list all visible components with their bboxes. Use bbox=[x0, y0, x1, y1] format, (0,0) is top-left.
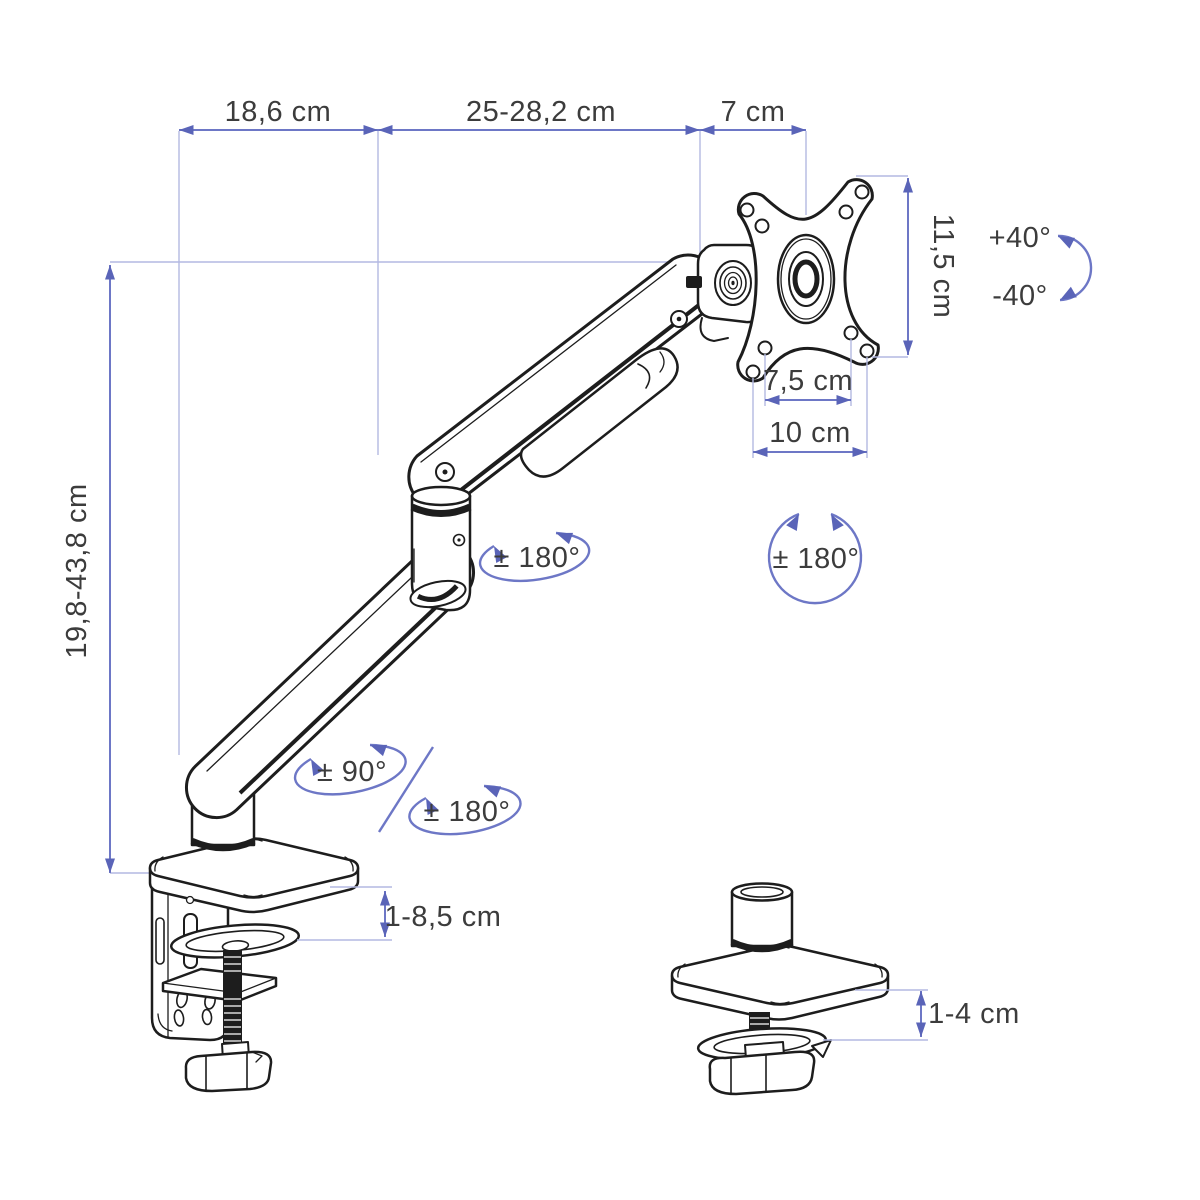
lower-arm bbox=[185, 540, 475, 820]
monitor-arm-drawing bbox=[148, 178, 890, 1096]
cable-clip bbox=[519, 347, 679, 478]
dim-label-grommet-range: 1-4 cm bbox=[928, 998, 1020, 1030]
extension-lines-under bbox=[110, 131, 807, 874]
clamp-slot-side bbox=[155, 917, 165, 965]
vesa-plate bbox=[736, 178, 880, 383]
vesa-center-boss bbox=[776, 233, 836, 325]
dim-label-base-to-elbow: 18,6 cm bbox=[225, 96, 332, 128]
tilt-range-arrow bbox=[1057, 234, 1093, 302]
clamp-top-pad bbox=[169, 923, 301, 959]
rot-label-tilt-down: -40° bbox=[992, 280, 1048, 312]
clamp-screw-rod bbox=[223, 950, 242, 1050]
dim-label-height-range: 19,8-43,8 cm bbox=[61, 483, 93, 658]
dim-label-clamp-range: 1-8,5 cm bbox=[385, 901, 502, 933]
tilt-head bbox=[686, 243, 760, 342]
head-swivel-arrow bbox=[478, 531, 591, 583]
arm-swivel-arrow bbox=[293, 743, 407, 796]
rot-label-tilt-up: +40° bbox=[989, 222, 1052, 254]
vesa-screw-holes bbox=[739, 184, 875, 380]
swivel-divider-slash bbox=[377, 746, 435, 833]
dim-label-vesa-outer: 10 cm bbox=[769, 417, 850, 449]
rot-label-arm-swivel: ± 90° bbox=[317, 756, 387, 788]
clamp-knob bbox=[184, 1041, 273, 1093]
rotation-arrows bbox=[293, 234, 1093, 836]
rot-label-base-rotation: ± 180° bbox=[424, 796, 511, 828]
grommet-knob bbox=[708, 1041, 816, 1096]
desk-clamp bbox=[150, 884, 301, 1093]
dim-label-vesa-height: 11,5 cm bbox=[927, 214, 959, 319]
dim-label-head-depth: 7 cm bbox=[721, 96, 786, 128]
extension-lines-over bbox=[297, 175, 928, 1041]
base-plate bbox=[148, 837, 360, 914]
vesa-rotation-arrow bbox=[767, 512, 863, 605]
plate-screw bbox=[185, 895, 195, 905]
dimension-lines bbox=[105, 125, 926, 1037]
tilt-spring-coil bbox=[714, 260, 752, 306]
base-rotation-arrow bbox=[408, 784, 522, 836]
upper-arm bbox=[407, 253, 721, 510]
grommet-mount bbox=[670, 882, 890, 1096]
washer-tab bbox=[811, 1039, 832, 1058]
grommet-pole bbox=[730, 882, 794, 953]
rot-label-head-swivel: ± 180° bbox=[494, 542, 581, 574]
rot-label-vesa-rotation: ± 180° bbox=[773, 543, 860, 575]
elbow-joint bbox=[409, 485, 472, 612]
dim-label-arm-reach: 25-28,2 cm bbox=[466, 96, 616, 128]
dim-label-vesa-inner: 7,5 cm bbox=[763, 365, 853, 397]
labels: 18,6 cm 25-28,2 cm 7 cm 11,5 cm +40° -40… bbox=[61, 96, 1051, 1030]
